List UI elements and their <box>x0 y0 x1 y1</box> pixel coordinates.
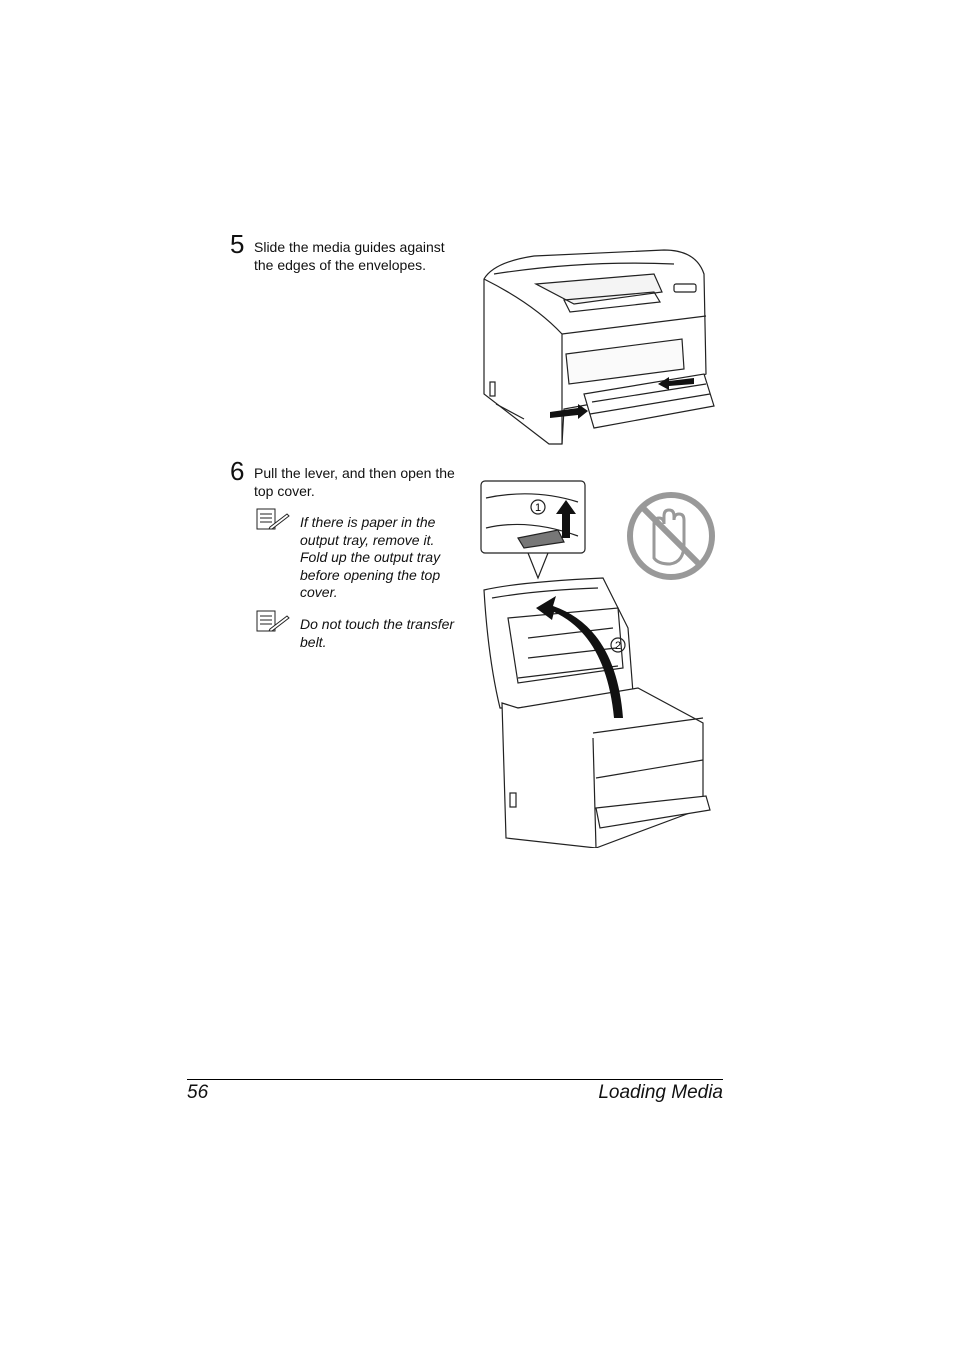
note-1-line-1: If there is paper in the <box>300 514 436 530</box>
printer-open-cover-illustration: 1 2 <box>480 480 715 848</box>
step-6-number: 6 <box>230 456 245 486</box>
step-5-number: 5 <box>230 229 245 259</box>
note-transfer-belt: Do not touch the transfer belt. <box>300 616 468 651</box>
step-5-text: Slide the media guides against the edges… <box>254 238 445 274</box>
note-pencil-icon <box>256 508 290 530</box>
no-touch-hand-icon <box>627 492 715 580</box>
step-6-line-2: top cover. <box>254 483 315 499</box>
step-5-line-1: Slide the media guides against <box>254 239 445 255</box>
step-5-line-2: the edges of the envelopes. <box>254 257 427 273</box>
page-number: 56 <box>187 1082 209 1103</box>
note-remove-paper: If there is paper in the output tray, re… <box>300 514 468 602</box>
note-1-line-3: Fold up the output tray <box>300 549 441 565</box>
note-2-line-1: Do not touch the transfer <box>300 616 455 632</box>
step-6-line-1: Pull the lever, and then open the <box>254 465 455 481</box>
section-title: Loading Media <box>598 1082 723 1103</box>
note-1-line-5: cover. <box>300 584 338 600</box>
note-pencil-icon <box>256 610 290 632</box>
note-1-line-4: before opening the top <box>300 566 441 583</box>
note-1-line-2: output tray, remove it. <box>300 531 435 548</box>
step-6-text: Pull the lever, and then open the top co… <box>254 464 455 500</box>
callout-2-label: 2 <box>615 640 621 652</box>
callout-1-label: 1 <box>535 502 541 514</box>
printer-media-guides-illustration <box>483 249 715 445</box>
footer-rule <box>187 1079 723 1080</box>
note-2-line-2: belt. <box>300 633 327 650</box>
